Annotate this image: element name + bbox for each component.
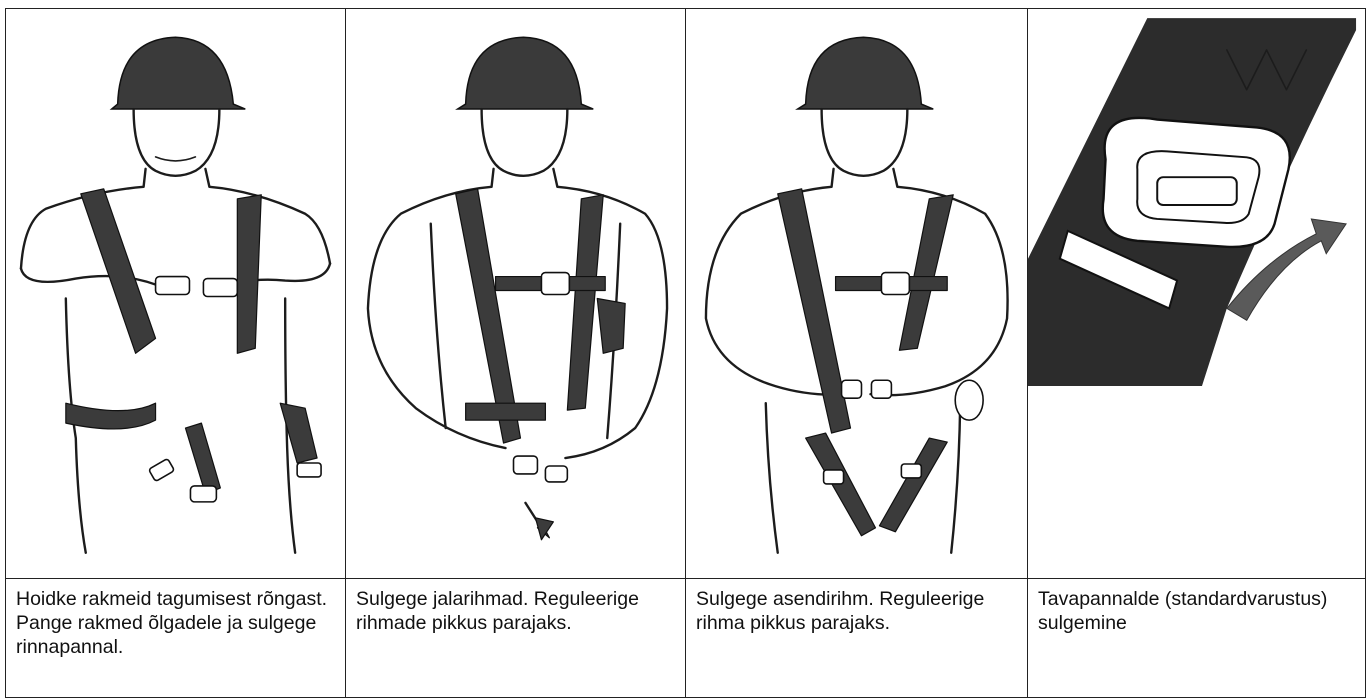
step-1-caption: Hoidke rakmeid tagumisest rõngast. Pange… <box>6 579 345 659</box>
harness-step-1-illustration <box>6 9 345 578</box>
illustration-cell-4 <box>1027 8 1366 578</box>
illustration-cell-1 <box>5 8 345 578</box>
illustration-cell-2 <box>345 8 685 578</box>
harness-step-2-illustration <box>346 9 685 578</box>
caption-cell-4: Tavapannalde (standardvarustus) sulgemin… <box>1027 578 1366 698</box>
illustration-cell-3 <box>685 8 1027 578</box>
harness-step-3-illustration <box>686 9 1027 578</box>
caption-cell-3: Sulgege asendirihm. Reguleerige rihma pi… <box>685 578 1027 698</box>
step-4-caption: Tavapannalde (standardvarustus) sulgemin… <box>1028 579 1365 635</box>
instruction-table: Hoidke rakmeid tagumisest rõngast. Pange… <box>5 8 1366 698</box>
caption-cell-2: Sulgege jalarihmad. Reguleerige rihmade … <box>345 578 685 698</box>
step-3-caption: Sulgege asendirihm. Reguleerige rihma pi… <box>686 579 1027 635</box>
harness-step-4-illustration <box>1028 9 1365 578</box>
step-2-caption: Sulgege jalarihmad. Reguleerige rihmade … <box>346 579 685 635</box>
caption-cell-1: Hoidke rakmeid tagumisest rõngast. Pange… <box>5 578 345 698</box>
